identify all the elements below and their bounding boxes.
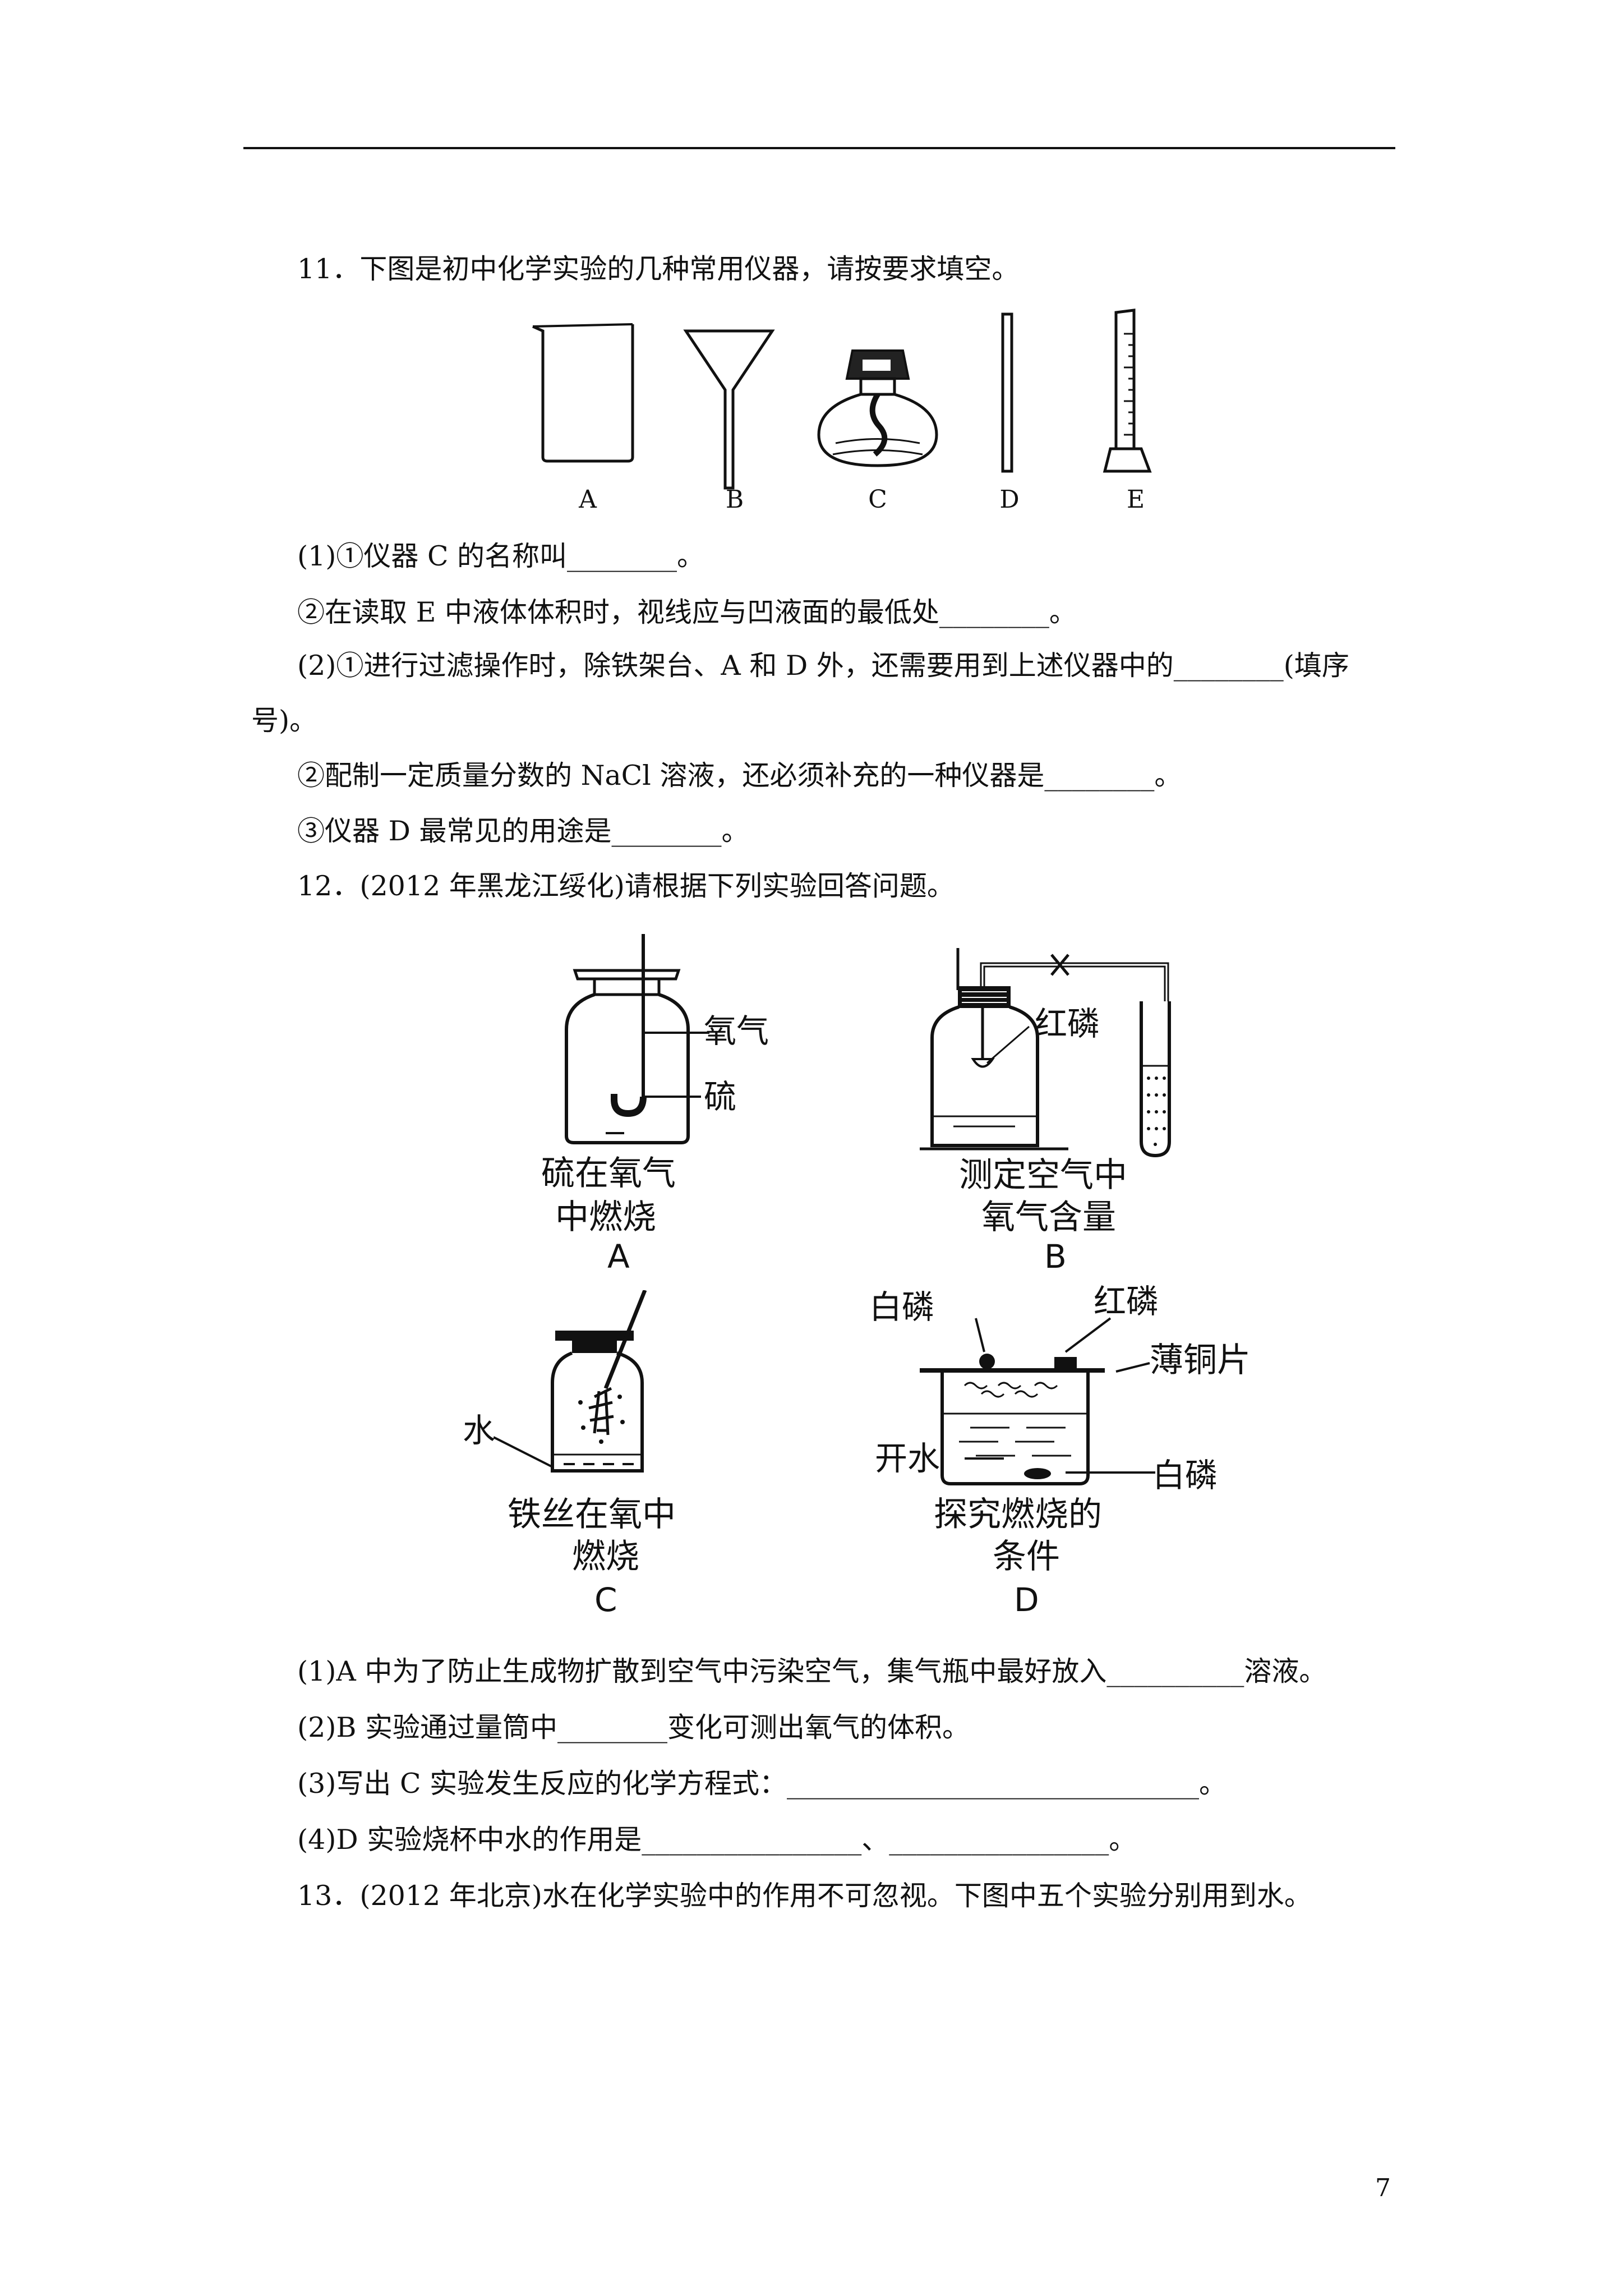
instrument-label-a: A (579, 485, 597, 514)
q11-line-3: (2)①进行过滤操作时，除铁架台、A 和 D 外，还需要用到上述仪器中的____… (297, 650, 1349, 682)
figure-c-caption-1: 铁丝在氧中 (508, 1495, 676, 1534)
instrument-graduated-cylinder (1099, 306, 1155, 477)
figure-d-caption-2: 条件 (993, 1537, 1060, 1576)
figure-a-sulfur-burning (558, 934, 693, 1147)
instrument-beaker (527, 314, 645, 466)
page-number: 7 (1375, 2174, 1391, 2202)
q11-line-4: 号)。 (251, 705, 317, 737)
figure-d-letter: D (1014, 1581, 1039, 1619)
figure-d-leader-lines (965, 1317, 1155, 1474)
q11-line-1: (1)①仪器 C 的名称叫________。 (297, 540, 705, 572)
figure-a-oxygen-label: 氧气 (704, 1012, 769, 1050)
figure-c-caption-2: 燃烧 (572, 1537, 639, 1576)
instrument-label-b: B (725, 485, 744, 514)
figure-c-letter: C (594, 1581, 617, 1619)
q12-line-1: (1)A 中为了防止生成物扩散到空气中污染空气，集气瓶中最好放入________… (297, 1655, 1327, 1687)
figure-a-sulfur-label: 硫 (704, 1078, 737, 1116)
figure-a-letter: A (607, 1237, 630, 1276)
instrument-label-d: D (999, 485, 1020, 514)
q11-line-5: ②配制一定质量分数的 NaCl 溶液，还必须补充的一种仪器是________。 (297, 760, 1182, 792)
figure-a-caption-1: 硫在氧气 (541, 1154, 676, 1193)
figure-b-caption-1: 测定空气中 (959, 1156, 1127, 1195)
figure-d-red-phosphorus-label: 红磷 (1094, 1282, 1159, 1320)
figure-d-caption-1: 探究燃烧的 (934, 1495, 1102, 1534)
figure-d-copper-sheet-label: 薄铜片 (1150, 1341, 1251, 1380)
figure-b-caption-2: 氧气含量 (981, 1198, 1116, 1237)
q11-title: 11．下图是初中化学实验的几种常用仪器，请按要求填空。 (297, 253, 1020, 285)
figure-a-leader-lines (645, 1032, 709, 1098)
instrument-funnel (681, 325, 777, 494)
instrument-alcohol-lamp (813, 345, 942, 474)
q12-line-4: (4)D 实验烧杯中水的作用是________________、________… (297, 1824, 1137, 1856)
q12-line-3: (3)写出 C 实验发生反应的化学方程式：___________________… (297, 1768, 1227, 1800)
q11-line-6: ③仪器 D 最常见的用途是________。 (297, 815, 749, 847)
instrument-label-e: E (1126, 485, 1145, 514)
figure-d-white-phosphorus-top-label: 白磷 (869, 1288, 935, 1326)
figure-b-letter: B (1044, 1237, 1067, 1276)
header-rule (243, 147, 1395, 149)
q11-line-2: ②在读取 E 中液体体积时，视线应与凹液面的最低处________。 (297, 596, 1077, 628)
instrument-glass-rod (996, 312, 1018, 475)
figure-d-white-phosphorus-bottom-label: 白磷 (1152, 1456, 1218, 1494)
q12-title: 12．(2012 年黑龙江绥化)请根据下列实验回答问题。 (297, 870, 955, 902)
q12-line-2: (2)B 实验通过量筒中________变化可测出氧气的体积。 (297, 1711, 970, 1743)
instrument-label-c: C (868, 485, 887, 514)
figure-d-combustion-conditions (920, 1321, 1110, 1495)
q13-title: 13．(2012 年北京)水在化学实验中的作用不可忽视。下图中五个实验分别用到水… (297, 1880, 1312, 1912)
figure-a-caption-2: 中燃烧 (555, 1198, 656, 1237)
figure-c-iron-wire-burning (550, 1290, 662, 1481)
figure-c-water-label: 水 (463, 1411, 496, 1450)
figure-d-hot-water-label: 开水 (875, 1439, 940, 1478)
figure-c-leader-line (494, 1436, 553, 1468)
figure-b-oxygen-content (920, 948, 1223, 1161)
figure-b-red-phosphorus-label: 红磷 (1035, 1005, 1100, 1043)
